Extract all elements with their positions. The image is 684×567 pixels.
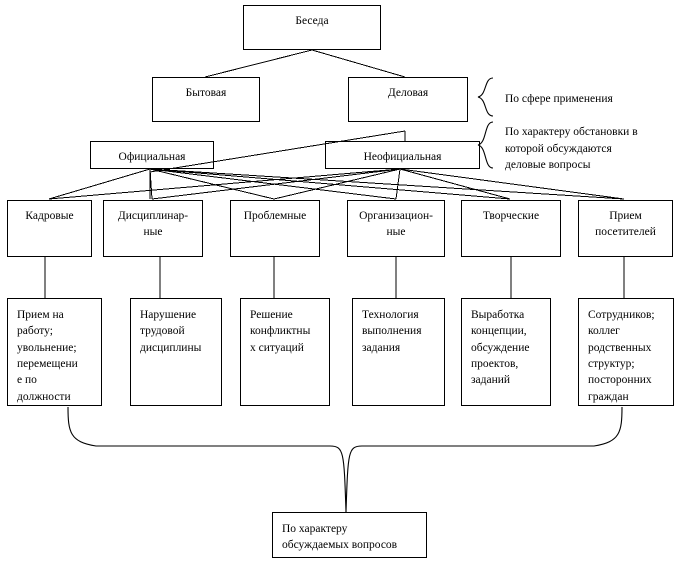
annotation-sfera-primeneniya: По сфере применения <box>505 93 613 105</box>
node-tehnologiya-label: Технология выполнения задания <box>362 309 422 354</box>
node-sotrudnikov[interactable]: Сотрудников; коллег родственных структур… <box>578 298 674 406</box>
node-priem-posetitelei-label: Прием посетителей <box>595 210 656 239</box>
node-oficialnaya[interactable]: Официальная <box>90 141 214 169</box>
edges-delovaya-to-level3 <box>149 130 406 173</box>
node-oficialnaya-label: Официальная <box>118 151 186 163</box>
node-reshenie-konfliktov[interactable]: Решение конфликтны х ситуаций <box>240 298 330 406</box>
brace-sfera-primeneniya <box>477 77 494 117</box>
edges-neoficialnaya-to-level4 <box>48 168 625 200</box>
node-vyrabotka[interactable]: Выработка концепции, обсуждение проектов… <box>461 298 551 406</box>
node-sotrudnikov-label: Сотрудников; коллег родственных структур… <box>588 309 655 403</box>
node-priem-na-rabotu-label: Прием на работу; увольнение; перемещени … <box>17 309 78 403</box>
node-disciplinarnye-label: Дисциплинар- ные <box>117 210 189 239</box>
node-problemnye[interactable]: Проблемные <box>230 200 320 257</box>
node-narushenie-label: Нарушение трудовой дисциплины <box>140 309 202 354</box>
node-kadrovye[interactable]: Кадровые <box>7 200 92 257</box>
node-problemnye-label: Проблемные <box>243 210 307 222</box>
node-beseda[interactable]: Беседа <box>243 5 381 50</box>
node-neoficialnaya[interactable]: Неофициальная <box>325 141 480 169</box>
node-narushenie[interactable]: Нарушение трудовой дисциплины <box>130 298 222 406</box>
node-beseda-label: Беседа <box>295 15 329 27</box>
node-neoficialnaya-label: Неофициальная <box>363 151 442 163</box>
node-tvorcheskie-label: Творческие <box>482 210 540 222</box>
node-delovaya-label: Деловая <box>387 87 429 99</box>
node-vyrabotka-label: Выработка концепции, обсуждение проектов… <box>471 309 530 387</box>
node-organizacionnye-label: Организацион- ные <box>359 210 433 239</box>
node-priem-na-rabotu[interactable]: Прием на работу; увольнение; перемещени … <box>7 298 102 406</box>
node-reshenie-konfliktov-label: Решение конфликтны х ситуаций <box>250 309 311 354</box>
node-priem-posetitelei[interactable]: Прием посетителей <box>578 200 673 257</box>
node-tehnologiya[interactable]: Технология выполнения задания <box>352 298 445 406</box>
edges-level4-to-level5 <box>44 257 625 298</box>
node-kadrovye-label: Кадровые <box>25 210 74 222</box>
brace-harakter-obstanovki <box>477 121 494 169</box>
node-po-harakteru-obsuzhdaemyh[interactable]: По характеру обсуждаемых вопросов <box>272 512 427 558</box>
node-tvorcheskie[interactable]: Творческие <box>461 200 561 257</box>
node-po-harakteru-obsuzhdaemyh-label: По характеру обсуждаемых вопросов <box>282 523 398 552</box>
node-disciplinarnye[interactable]: Дисциплинар- ные <box>103 200 203 257</box>
edges-root-to-level2 <box>204 49 406 78</box>
annotation-harakter-obstanovki: По характеру обстановки в которой обсужд… <box>505 126 638 172</box>
node-delovaya[interactable]: Деловая <box>348 77 468 122</box>
node-organizacionnye[interactable]: Организацион- ные <box>347 200 445 257</box>
node-bytovaya-label: Бытовая <box>185 87 227 99</box>
bottom-brace <box>67 406 623 513</box>
node-bytovaya[interactable]: Бытовая <box>152 77 260 122</box>
